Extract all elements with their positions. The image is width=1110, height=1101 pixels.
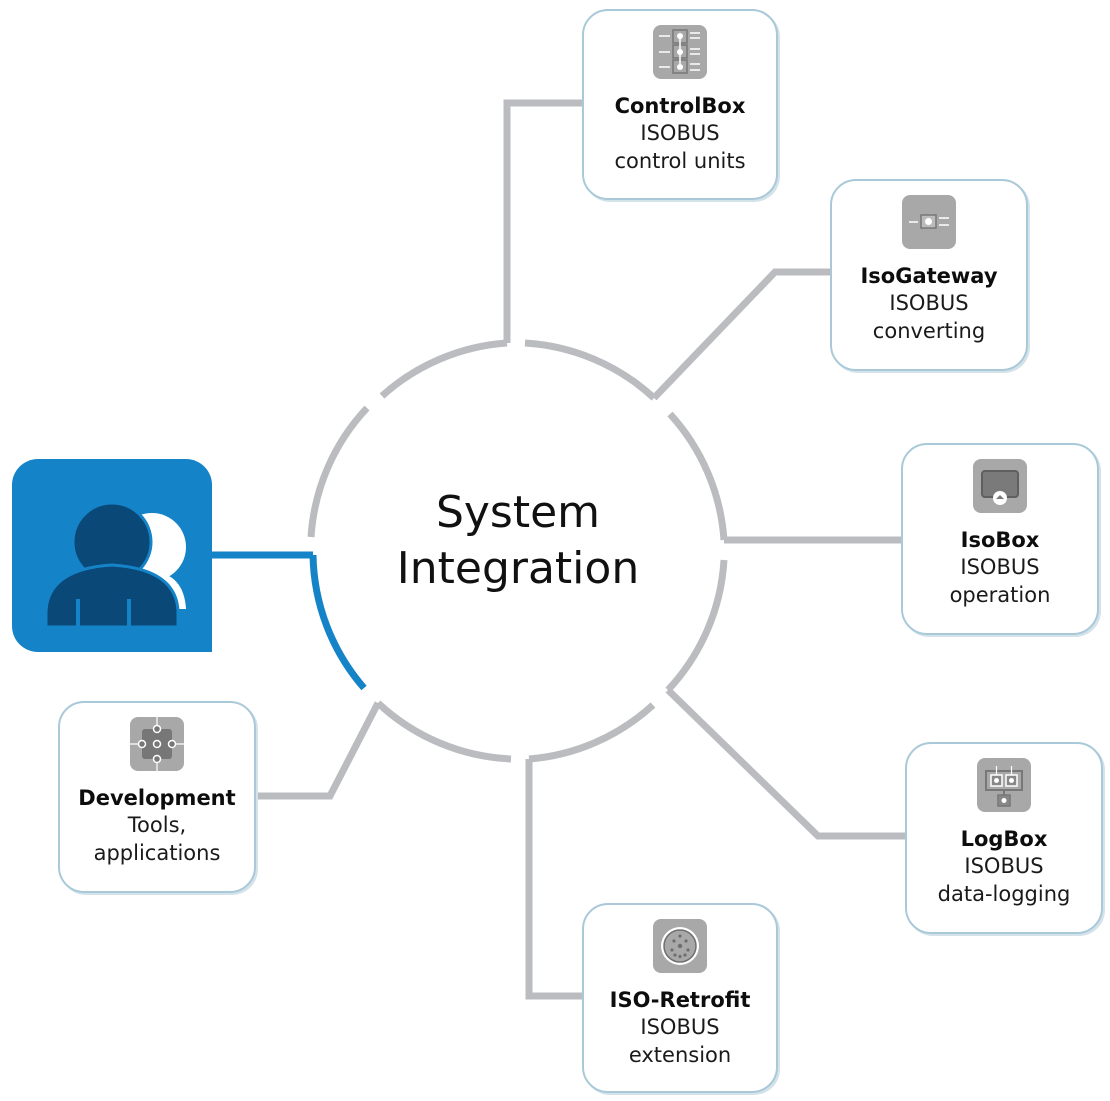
node-title: LogBox bbox=[960, 827, 1048, 851]
ring-segment-right-lower bbox=[665, 559, 728, 693]
node-title: IsoGateway bbox=[860, 264, 998, 288]
node-isobox[interactable]: IsoBox ISOBUS operation bbox=[901, 443, 1099, 635]
node-subtitle: converting bbox=[872, 319, 986, 343]
ring-segment-highlight bbox=[309, 554, 367, 691]
node-subtitle: data-logging bbox=[937, 882, 1071, 906]
node-title: Development bbox=[78, 786, 236, 810]
node-subtitle: ISOBUS bbox=[889, 291, 969, 315]
ring-segment-bottom-right bbox=[528, 702, 656, 763]
node-subtitle: applications bbox=[93, 841, 221, 865]
node-subtitle: ISOBUS bbox=[964, 854, 1044, 878]
connector-development bbox=[256, 701, 382, 800]
center-label-line1: System bbox=[435, 487, 601, 538]
node-subtitle: operation bbox=[949, 583, 1051, 607]
center-label: System Integration bbox=[318, 485, 718, 597]
connector-isogateway bbox=[651, 268, 832, 401]
ring-segment-top-left bbox=[379, 339, 508, 399]
control-units-icon bbox=[653, 25, 707, 79]
data-logger-icon bbox=[977, 758, 1031, 812]
center-label-line2: Integration bbox=[396, 543, 640, 594]
ring-segment-bottom-left bbox=[375, 700, 512, 763]
node-isogateway[interactable]: IsoGateway ISOBUS converting bbox=[830, 179, 1028, 371]
ring-segment-top-right bbox=[524, 339, 657, 401]
node-title: ISO-Retrofit bbox=[609, 988, 751, 1012]
users-icon bbox=[44, 501, 186, 629]
node-subtitle: ISOBUS bbox=[960, 555, 1040, 579]
development-chip-icon bbox=[130, 717, 184, 771]
node-development[interactable]: Development Tools, applications bbox=[58, 701, 256, 893]
node-controlbox[interactable]: ControlBox ISOBUS control units bbox=[582, 9, 778, 200]
node-title: IsoBox bbox=[960, 528, 1040, 552]
connector-isoretrofit bbox=[525, 759, 583, 1000]
node-subtitle: control units bbox=[614, 149, 746, 173]
node-title: ControlBox bbox=[614, 94, 746, 118]
node-subtitle: extension bbox=[628, 1043, 732, 1067]
node-subtitle: ISOBUS bbox=[640, 121, 720, 145]
connector-logbox bbox=[665, 687, 907, 840]
node-subtitle: Tools, bbox=[127, 813, 187, 837]
terminal-display-icon bbox=[973, 459, 1027, 513]
node-subtitle: ISOBUS bbox=[640, 1015, 720, 1039]
user-tile[interactable] bbox=[12, 459, 212, 652]
ring-segment-upper-left bbox=[307, 405, 370, 538]
connector-plug-icon bbox=[653, 919, 707, 973]
ring-segment-right-upper bbox=[667, 411, 728, 541]
gateway-icon bbox=[902, 195, 956, 249]
node-logbox[interactable]: LogBox ISOBUS data-logging bbox=[905, 742, 1103, 934]
connector-controlbox bbox=[503, 99, 583, 343]
node-isoretrofit[interactable]: ISO-Retrofit ISOBUS extension bbox=[582, 903, 778, 1093]
